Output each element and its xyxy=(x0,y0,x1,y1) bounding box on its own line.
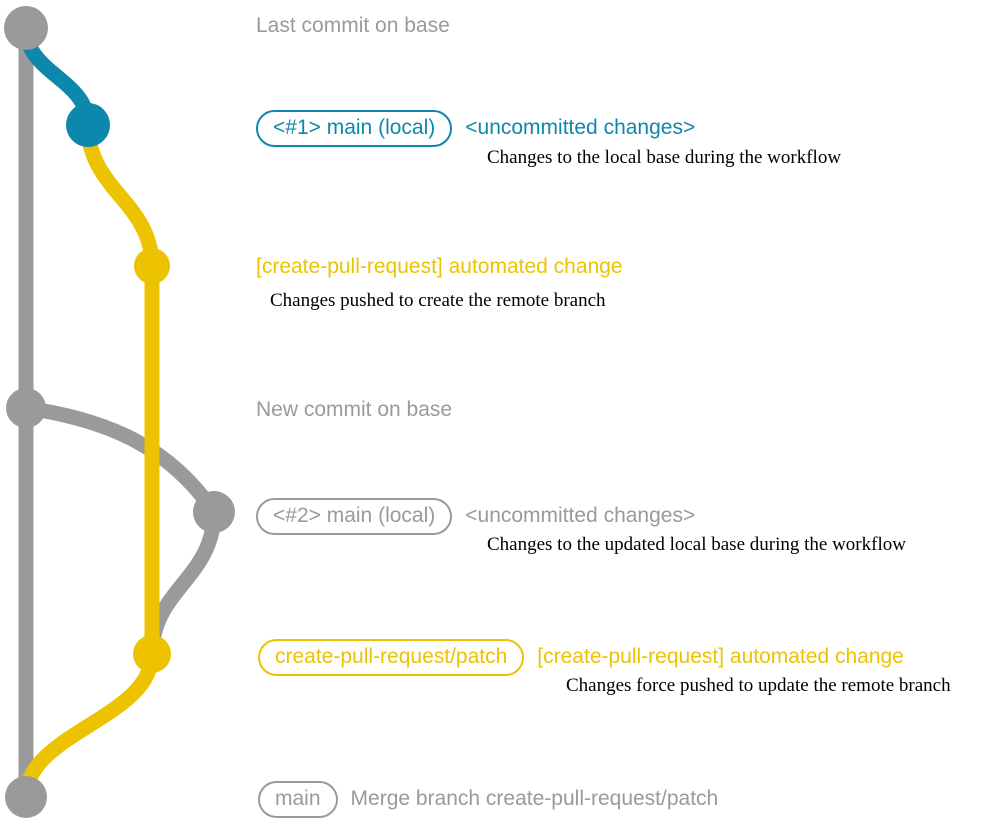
commit-subject-automated-change-2: [create-pull-request] automated change xyxy=(537,645,904,668)
node-base-new[interactable] xyxy=(6,388,46,428)
commit-subject-last-commit-on-base: Last commit on base xyxy=(256,14,450,37)
node-patch-1[interactable] xyxy=(134,248,170,284)
commit-description-automated-change-2: Changes force pushed to update the remot… xyxy=(566,675,951,696)
edge-base-to-local2 xyxy=(18,400,222,520)
node-patch-2[interactable] xyxy=(133,635,171,673)
commit-subject-merge-commit: Merge branch create-pull-request/patch xyxy=(350,787,719,810)
commit-subject-local-commit-1: <uncommitted changes> xyxy=(465,116,696,139)
commit-description-automated-change-1: Changes pushed to create the remote bran… xyxy=(270,290,606,311)
commit-row-automated-change-2: create-pull-request/patch [create-pull-r… xyxy=(258,639,904,676)
edge-patch2-to-merge xyxy=(18,646,160,805)
branch-badge-main-local-1[interactable]: <#1> main (local) xyxy=(256,110,453,147)
edge-local2-to-patch2 xyxy=(144,504,222,662)
commit-row-local-commit-2: <#2> main (local) <uncommitted changes> xyxy=(256,498,695,535)
commit-subject-automated-change-1: [create-pull-request] automated change xyxy=(256,255,623,278)
commit-row-local-commit-1: <#1> main (local) <uncommitted changes> xyxy=(256,110,695,147)
commit-description-local-commit-2: Changes to the updated local base during… xyxy=(487,534,906,555)
node-merge[interactable] xyxy=(5,776,47,818)
node-local-2[interactable] xyxy=(193,491,235,533)
branch-badge-main-local-2[interactable]: <#2> main (local) xyxy=(256,498,453,535)
node-base-head[interactable] xyxy=(4,6,48,50)
edge-local1-to-patch1 xyxy=(80,117,160,274)
commit-description-local-commit-1: Changes to the local base during the wor… xyxy=(487,147,842,168)
node-local-1[interactable] xyxy=(66,103,110,147)
branch-badge-main[interactable]: main xyxy=(258,781,338,818)
commit-subject-local-commit-2: <uncommitted changes> xyxy=(465,504,696,527)
branch-badge-create-pull-request-patch[interactable]: create-pull-request/patch xyxy=(258,639,525,676)
commit-row-merge-commit: main Merge branch create-pull-request/pa… xyxy=(258,781,718,818)
commit-subject-new-commit-on-base: New commit on base xyxy=(256,398,453,421)
